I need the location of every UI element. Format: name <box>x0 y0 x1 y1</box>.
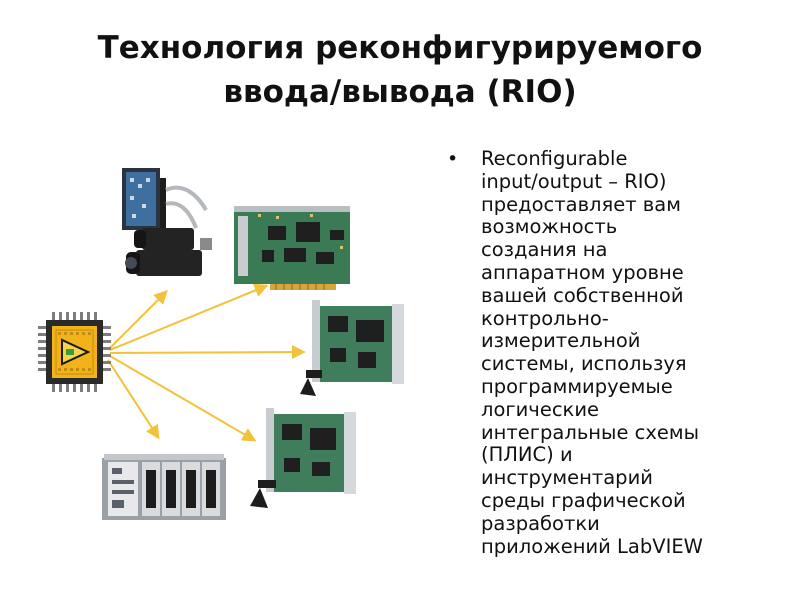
arrows <box>107 283 306 442</box>
rio-illustration <box>38 168 404 520</box>
bullet-line: инструментарий <box>481 466 653 490</box>
bullet-line: разработки <box>481 511 600 535</box>
arrow-to-pxi-module-2 <box>109 355 257 442</box>
bullet-line: аппаратном уровне <box>481 260 684 284</box>
bullet-line: Reconfigurable <box>481 147 628 170</box>
bullet-line: вашей собственной <box>481 283 684 307</box>
io-modules <box>142 462 220 516</box>
fpga-chip-icon <box>38 312 111 392</box>
pxi-module-1 <box>300 300 404 396</box>
bullet-line: интегральные схемы <box>481 420 700 444</box>
bullet-dot: • <box>447 148 459 170</box>
bullet-line: контрольно- <box>481 306 609 330</box>
bullet-line: приложений LabVIEW <box>481 534 703 558</box>
pci-card <box>234 206 350 290</box>
title-line-1: Технология реконфигурируемого <box>97 30 703 66</box>
bullet-line: предоставляет вам <box>481 192 681 216</box>
bullet-line: измерительной <box>481 329 641 353</box>
bullet-line: создания на <box>481 238 608 262</box>
bullet-line: (ПЛИС) и <box>481 443 573 467</box>
bullet-line: программируемые <box>481 374 673 398</box>
bullet-line: логические <box>481 397 599 421</box>
bullet-line: возможность <box>481 215 618 239</box>
bullet-line: среды графической <box>481 488 686 512</box>
title-line-2: ввода/вывода (RIO) <box>223 74 577 110</box>
slide-title: Технология реконфигурируемого ввода/выво… <box>0 26 800 114</box>
arrow-to-pci-card <box>109 283 269 351</box>
camera-module <box>122 168 212 276</box>
bullet-line: системы, используя <box>481 352 687 376</box>
arrow-to-camera <box>109 290 168 349</box>
compactrio-chassis <box>102 454 226 520</box>
arrow-to-compactrio <box>107 359 160 440</box>
bullet-text: Reconfigurable input/output – RIO) предо… <box>481 147 703 558</box>
arrow-to-pxi-module-1 <box>109 345 306 360</box>
bullet-line: input/output – RIO) <box>481 169 667 193</box>
pxi-module-2 <box>250 408 356 508</box>
